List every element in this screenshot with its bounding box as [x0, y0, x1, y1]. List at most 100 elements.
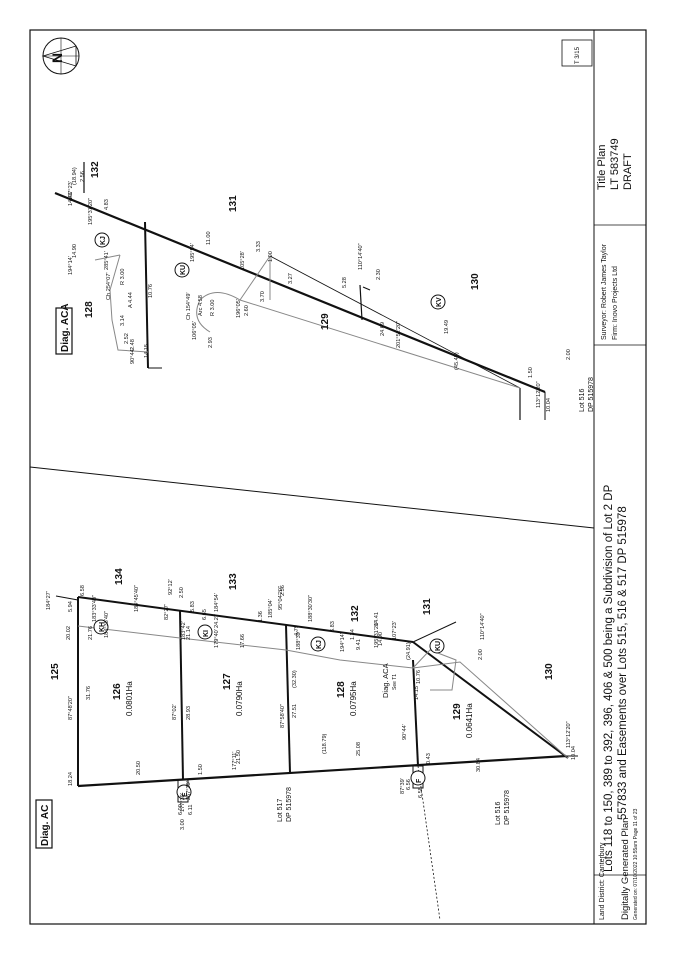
surveyor-name: Surveyor: Robert James Taylor: [601, 243, 608, 340]
distance-label: 10.04: [546, 398, 552, 412]
easement-circle: [94, 232, 110, 248]
distance-label: 2.52: [124, 333, 130, 344]
bearing-label: 184°45'40": [134, 585, 140, 612]
arc-label: R 3.00: [210, 300, 216, 316]
aca-distance-labels: 2.564.8314.41(18.94)11.0010.7614.903.142…: [68, 167, 572, 412]
bearing-label: 87°58'40": [280, 704, 286, 728]
distance-label: 2.60: [244, 305, 250, 316]
bearing-label: 184°27': [46, 591, 52, 610]
easement-circle: [310, 636, 326, 652]
distance-label: 1.36: [258, 611, 264, 622]
bearing-label: 90°44': [130, 348, 136, 364]
bearing-label: 194°14': [340, 633, 346, 652]
aca-easement-kj: [109, 254, 149, 353]
bearing-label: 107°23': [68, 181, 74, 200]
easement-label: F: [416, 778, 423, 783]
lot-number-125: 125: [50, 663, 61, 680]
easement-line: [77, 625, 569, 759]
bearing-label: 106°05': [192, 321, 198, 340]
distance-label: (118.79): [322, 733, 328, 754]
distance-label: 1.00: [268, 251, 274, 262]
diag-ac-label: Diag. AC: [40, 805, 51, 846]
lot126-127-line: [179, 610, 184, 781]
aca-ext-lot-516-dp: DP 515978: [588, 377, 595, 412]
easement-circle: [410, 770, 426, 786]
distance-label: (24.91): [406, 642, 412, 660]
bearing-label: 110°14'40": [358, 243, 364, 270]
aca-easement-end: [94, 254, 121, 261]
ext-lot-517: Lot 517: [277, 799, 284, 822]
sheet-ref: T 3/15: [575, 46, 581, 64]
distance-label: 20.50: [136, 761, 142, 775]
distance-label: 10.04: [571, 746, 577, 760]
plan-heading-line2: 557833 and Easements over Lots 515, 516 …: [617, 506, 629, 820]
lot125-north: [55, 595, 79, 601]
ext-lot-516-dp: DP 515978: [504, 790, 511, 825]
distance-label: 2.93: [208, 337, 214, 348]
distance-label: 3.27: [288, 273, 294, 284]
lot-number-134: 134: [114, 568, 125, 585]
aca-lot-128: 128: [84, 301, 95, 318]
sheet-border: [29, 29, 647, 925]
diag-ac-panel: Diag. AC 125 126 127 128 129 130 131 132…: [35, 568, 578, 921]
lot-number-126: 126: [112, 683, 123, 700]
land-district: Land District: Canterbury: [599, 842, 606, 920]
easement-label: KH: [99, 622, 106, 632]
northeast-boundary-line: [412, 641, 569, 759]
easement-label: KU: [180, 265, 187, 275]
bearing-label: Ch 254°07': [106, 272, 112, 300]
distance-label: 5.94: [68, 601, 74, 612]
distance-label: (45.45): [454, 352, 460, 370]
distance-label: 9.41: [356, 639, 362, 650]
bearing-label: 194°14': [68, 256, 74, 275]
bearing-label: 87°39': [400, 778, 406, 794]
diag-aca-callout: Diag. ACA: [381, 663, 390, 698]
aca-arc-line: [196, 255, 271, 333]
distance-label: 5.83: [190, 601, 196, 612]
diag-aca-label: Diag. ACA: [60, 303, 71, 352]
distance-label: 4.83: [104, 199, 110, 210]
distance-label: 17.66: [240, 634, 246, 648]
distance-label: 6.11: [188, 805, 194, 815]
distance-label: 14.15: [144, 344, 150, 358]
bearing-label: 177°39': [180, 793, 186, 812]
bearing-label: 267°39': [186, 781, 192, 800]
generated-title: Digitally Generated Plan: [620, 818, 631, 920]
distance-label: 3.70: [260, 291, 266, 302]
aca-main-boundary: [54, 191, 546, 394]
distance-label: 6.58: [418, 787, 424, 798]
bearing-label: R 3.00: [120, 269, 126, 285]
distance-label: 4.79: [294, 625, 300, 636]
ext-lot-517-dp: DP 515978: [286, 787, 293, 822]
easement-label: KI: [203, 630, 210, 637]
survey-firm: Firm: Inovo Projects Ltd: [612, 266, 619, 340]
distance-label: 6.65: [202, 609, 208, 620]
road-frontage-line: [77, 754, 567, 788]
bearing-label: 113°12'20": [566, 721, 572, 748]
aca-easement-kv: [239, 299, 521, 389]
distance-label: (18.94): [72, 167, 78, 185]
distance-label: 14.41: [374, 612, 380, 626]
aca-bearing-labels: 107°23'195°31'20"195°54'285°41'194°14'10…: [68, 181, 542, 408]
bearing-label: 201°52'20": [396, 321, 402, 348]
bearing-label: 107°23': [392, 621, 398, 640]
bearing-label: 183°42': [181, 621, 187, 640]
lot128-129-line: [412, 659, 419, 767]
aca-ext-lot-516: Lot 516: [579, 389, 586, 412]
distance-label: 25.08: [356, 742, 362, 756]
easement-circle: [176, 784, 192, 800]
lot127-128-line: [285, 624, 291, 774]
bearing-label: 90°44': [402, 724, 408, 740]
easement-circle: [430, 294, 446, 310]
lot-area-129: 0.0641Ha: [465, 703, 474, 738]
distance-label: 20.02: [66, 626, 72, 640]
dotted-extension: [417, 765, 441, 921]
distance-label: 30.84: [476, 758, 482, 772]
aca-lot129-side: [269, 255, 521, 389]
bearing-label: 82°27': [164, 604, 170, 620]
distance-label: 14.90: [72, 244, 78, 258]
north-arrow-icon: N: [41, 37, 80, 75]
